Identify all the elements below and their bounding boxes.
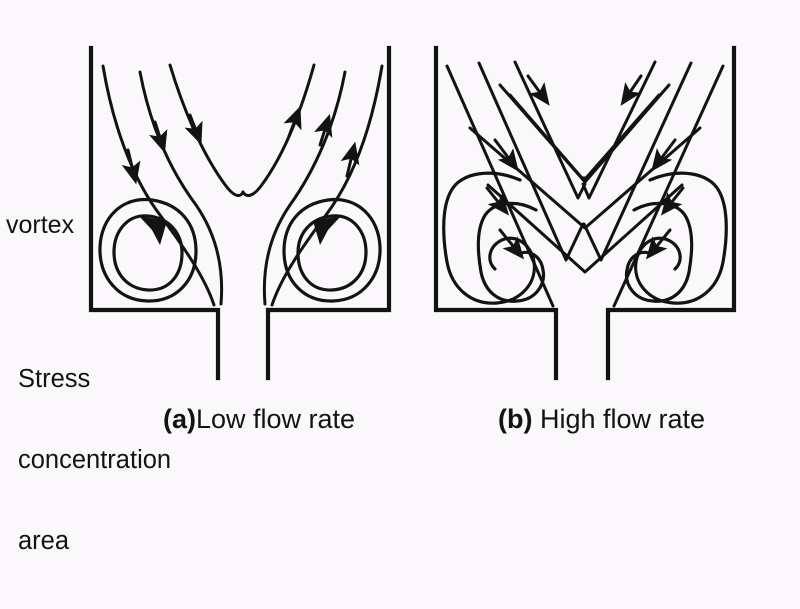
stress-label-line-3: area — [18, 527, 70, 556]
caption-panel-b: (b) High flow rate — [498, 404, 705, 435]
stress-label-line-1: Stress — [18, 365, 91, 394]
panel-a-vortex-left — [98, 197, 198, 303]
panel-b-vortex-left — [442, 171, 546, 305]
panel-b-vortex-right — [624, 171, 728, 305]
caption-a-tag: (a) — [163, 404, 196, 434]
panel-a-vortex-right — [282, 197, 382, 303]
caption-a-text: Low flow rate — [196, 404, 356, 434]
stress-label-line-2: concentration — [18, 446, 172, 475]
panel-b-vessel — [433, 45, 737, 381]
stress-concentration-label: Stress concentration area — [18, 312, 171, 609]
flow-diagram-figure: vortex Stress concentration area (a)Low … — [6, 45, 737, 555]
panel-a-streamlines — [101, 63, 384, 307]
diagram-canvas — [88, 45, 737, 381]
panel-b-streamlines — [445, 60, 725, 308]
caption-panel-a: (a)Low flow rate — [163, 404, 355, 435]
panel-a-vessel — [88, 45, 392, 381]
caption-b-text: High flow rate — [540, 404, 706, 434]
caption-b-space — [532, 404, 540, 434]
vortex-label: vortex — [6, 211, 75, 239]
caption-b-tag: (b) — [498, 404, 533, 434]
